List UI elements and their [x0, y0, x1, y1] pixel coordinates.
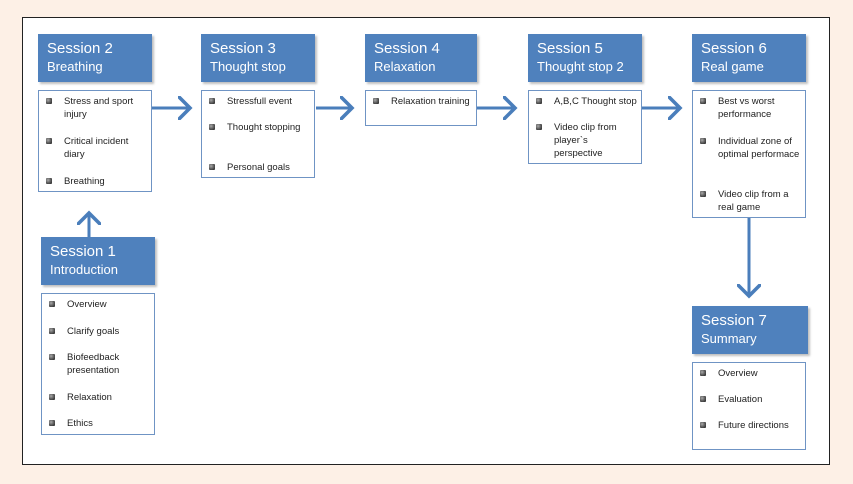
bullet-square-icon [700, 138, 706, 144]
list-item: Biofeedback presentation [47, 351, 150, 391]
bullet-square-icon [536, 124, 542, 130]
session-3-subtitle: Thought stop [210, 59, 286, 74]
bullet-square-icon [209, 98, 215, 104]
list-item: Future directions [698, 419, 801, 432]
session-7-header: Session 7 Summary [692, 306, 808, 354]
session-5-subtitle: Thought stop 2 [537, 59, 624, 74]
session-6-header: Session 6 Real game [692, 34, 806, 82]
session-1-box: Overview Clarify goals Biofeedback prese… [41, 293, 155, 435]
session-7-box: Overview Evaluation Future directions [692, 362, 806, 450]
bullet-square-icon [373, 98, 379, 104]
list-item: Best vs worst performance [698, 95, 801, 135]
list-item: Individual zone of optimal performace [698, 135, 801, 188]
session-1-title: Session 1 [50, 243, 116, 260]
session-2-subtitle: Breathing [47, 59, 103, 74]
list-item: Clarify goals [47, 325, 150, 351]
session-1-subtitle: Introduction [50, 262, 118, 277]
session-6-box: Best vs worst performance Individual zon… [692, 90, 806, 218]
bullet-square-icon [49, 394, 55, 400]
list-item: Personal goals [207, 161, 310, 174]
session-5-box: A,B,C Thought stop Video clip from playe… [528, 90, 642, 164]
session-3-title: Session 3 [210, 40, 276, 57]
session-4-subtitle: Relaxation [374, 59, 436, 74]
bullet-square-icon [700, 370, 706, 376]
session-2-box: Stress and sport injury Critical inciden… [38, 90, 152, 192]
list-item: Evaluation [698, 393, 801, 419]
list-item: Overview [698, 367, 801, 393]
list-item: Critical incident diary [44, 135, 147, 175]
list-item: Relaxation [47, 391, 150, 417]
list-item: Overview [47, 298, 150, 325]
bullet-square-icon [536, 98, 542, 104]
session-5-title: Session 5 [537, 40, 603, 57]
bullet-square-icon [46, 138, 52, 144]
list-item: Stress and sport injury [44, 95, 147, 135]
session-5-header: Session 5 Thought stop 2 [528, 34, 642, 82]
session-4-header: Session 4 Relaxation [365, 34, 477, 82]
list-item: Ethics [47, 417, 150, 430]
bullet-square-icon [46, 98, 52, 104]
bullet-square-icon [700, 191, 706, 197]
bullet-square-icon [49, 301, 55, 307]
list-item: Thought stopping [207, 121, 310, 161]
bullet-square-icon [49, 420, 55, 426]
bullet-square-icon [209, 164, 215, 170]
session-1-header: Session 1 Introduction [41, 237, 155, 285]
list-item: Video clip from a real game [698, 188, 801, 214]
bullet-square-icon [49, 354, 55, 360]
session-4-box: Relaxation training [365, 90, 477, 126]
list-item: Relaxation training [371, 95, 472, 108]
list-item: Stressfull event [207, 95, 310, 121]
bullet-square-icon [49, 328, 55, 334]
session-6-subtitle: Real game [701, 59, 764, 74]
session-2-title: Session 2 [47, 40, 113, 57]
bullet-square-icon [700, 98, 706, 104]
session-6-title: Session 6 [701, 40, 767, 57]
list-item: Video clip from player`s perspective [534, 121, 637, 160]
bullet-square-icon [700, 396, 706, 402]
session-4-title: Session 4 [374, 40, 440, 57]
session-7-title: Session 7 [701, 312, 767, 329]
session-7-subtitle: Summary [701, 331, 757, 346]
session-3-box: Stressfull event Thought stopping Person… [201, 90, 315, 178]
bullet-square-icon [209, 124, 215, 130]
bullet-square-icon [46, 178, 52, 184]
session-2-header: Session 2 Breathing [38, 34, 152, 82]
session-3-header: Session 3 Thought stop [201, 34, 315, 82]
list-item: A,B,C Thought stop [534, 95, 637, 121]
bullet-square-icon [700, 422, 706, 428]
list-item: Breathing [44, 175, 147, 188]
